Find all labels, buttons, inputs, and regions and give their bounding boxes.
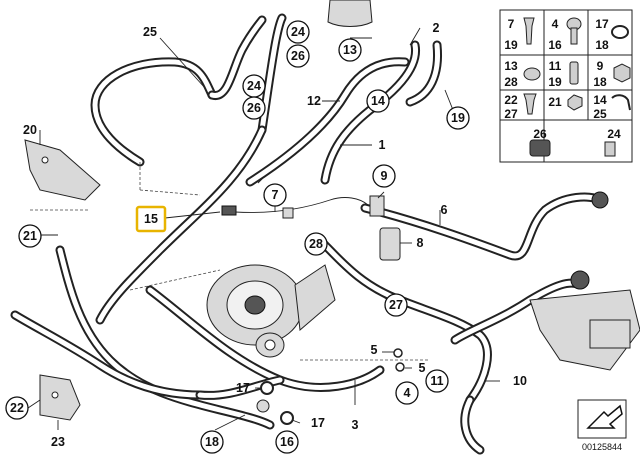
bracket-22: [39, 374, 81, 421]
svg-text:24: 24: [607, 127, 621, 141]
svg-text:11: 11: [549, 59, 562, 73]
callout-6: 6: [441, 203, 448, 217]
callout-21: 21: [18, 224, 42, 248]
svg-text:4: 4: [404, 386, 411, 400]
svg-text:28: 28: [309, 237, 323, 251]
svg-text:22: 22: [504, 93, 518, 107]
svg-text:9: 9: [597, 59, 604, 73]
callout-9: 9: [372, 164, 396, 188]
callout-18: 18: [200, 430, 224, 454]
svg-text:17: 17: [236, 381, 250, 395]
callout-27: 27: [384, 293, 408, 317]
callout-17b: 17: [311, 416, 325, 430]
rack-steering: [529, 191, 640, 371]
callout-20: 20: [23, 123, 37, 137]
callout-8: 8: [417, 236, 424, 250]
svg-text:7: 7: [272, 188, 279, 202]
svg-text:27: 27: [389, 298, 403, 312]
svg-text:19: 19: [504, 38, 518, 52]
callout-28: 28: [304, 232, 328, 256]
svg-text:14: 14: [371, 94, 385, 108]
callout-5b: 5: [419, 361, 426, 375]
svg-text:24: 24: [291, 25, 305, 39]
callout-17a: 17: [236, 381, 250, 395]
callout-23: 23: [51, 435, 65, 449]
callout-10: 10: [513, 374, 527, 388]
svg-text:19: 19: [451, 111, 465, 125]
svg-text:7: 7: [508, 17, 515, 31]
svg-text:4: 4: [552, 17, 559, 31]
callout-7: 7: [263, 183, 287, 207]
callout-16: 16: [275, 430, 299, 454]
svg-text:19: 19: [548, 75, 562, 89]
svg-text:15: 15: [144, 212, 158, 226]
callout-12: 12: [307, 94, 321, 108]
filter-8: [379, 227, 401, 261]
svg-text:18: 18: [205, 435, 219, 449]
pump-assembly: [206, 264, 336, 358]
svg-text:18: 18: [595, 38, 609, 52]
callout-22: 22: [5, 396, 29, 420]
callout-2: 2: [433, 21, 440, 35]
svg-text:22: 22: [10, 401, 24, 415]
fittings: [221, 195, 405, 425]
svg-text:26: 26: [533, 127, 547, 141]
callout-26-mid: 26: [242, 96, 266, 120]
callout-11: 11: [425, 369, 449, 393]
svg-text:13: 13: [343, 43, 357, 57]
callout-1: 1: [379, 138, 386, 152]
orientation-arrow-icon: [577, 399, 627, 439]
callout-5a: 5: [371, 343, 378, 357]
reservoir: [327, 0, 373, 27]
callout-13: 13: [338, 38, 362, 62]
svg-text:13: 13: [504, 59, 518, 73]
svg-text:11: 11: [430, 374, 443, 388]
circled-callouts: 13 14 19 24 26 24 26 21 28 27 7 17 18 16…: [5, 20, 470, 454]
svg-text:26: 26: [291, 49, 305, 63]
highlight-callout-15[interactable]: 15: [135, 205, 167, 233]
svg-text:17: 17: [595, 17, 609, 31]
bracket-20: [24, 139, 101, 201]
callout-14: 14: [366, 89, 390, 113]
callout-3: 3: [352, 418, 359, 432]
svg-text:24: 24: [247, 79, 261, 93]
hose-assembly: [10, 13, 605, 455]
callout-19: 19: [446, 106, 470, 130]
callout-24-top: 24: [286, 20, 310, 44]
svg-text:25: 25: [593, 107, 607, 121]
svg-text:14: 14: [593, 93, 607, 107]
doc-number: 00125844: [582, 442, 622, 452]
svg-text:27: 27: [504, 107, 518, 121]
plain-callouts: 25 2 12 1 20 6 8 5 5 10 3 17 23: [23, 21, 527, 449]
svg-text:16: 16: [280, 435, 294, 449]
svg-text:21: 21: [23, 229, 37, 243]
svg-text:18: 18: [593, 75, 607, 89]
parts-grid: 7 19 4 16 17 18 13 28 11 19 9 18 22 27 2…: [499, 9, 633, 163]
svg-text:26: 26: [247, 101, 261, 115]
svg-text:9: 9: [381, 169, 388, 183]
svg-text:16: 16: [548, 38, 562, 52]
callout-24-mid: 24: [242, 74, 266, 98]
callout-26-top: 26: [286, 44, 310, 68]
svg-text:28: 28: [504, 75, 518, 89]
callout-4: 4: [395, 381, 419, 405]
callout-25: 25: [143, 25, 157, 39]
svg-text:21: 21: [548, 95, 562, 109]
